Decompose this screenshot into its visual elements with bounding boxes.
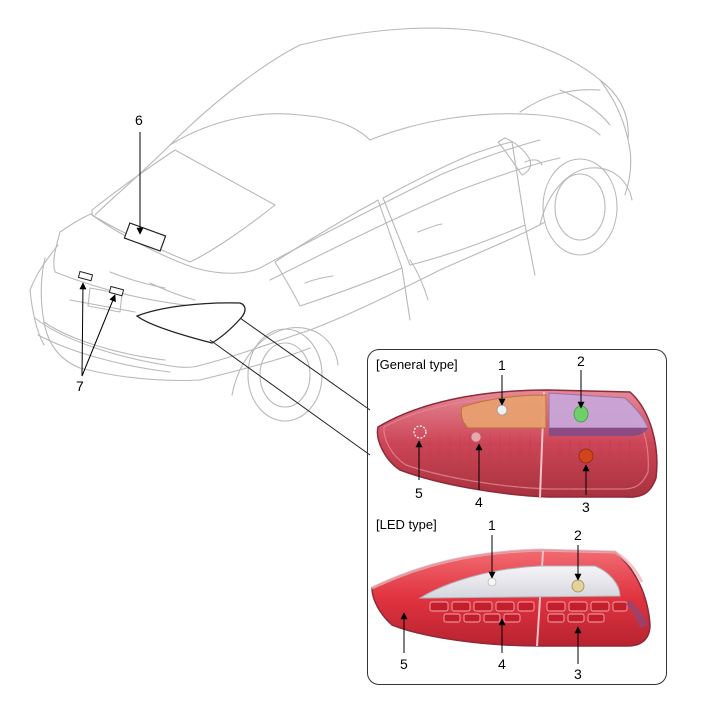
leader-7a [79,282,87,377]
callout-7: 7 [76,378,84,394]
general-callout-4: 4 [475,494,483,510]
zoom-line-lower [209,339,371,456]
general-type-title: [General type] [376,357,458,372]
car-body-outline [29,27,633,422]
led-callout-2: 2 [574,527,582,543]
general-callout-1: 1 [498,357,506,373]
led-callout-3: 3 [574,666,582,682]
led-type-title: [LED type] [376,517,437,532]
detail-inset-panel [367,349,667,685]
leader-7b [81,294,116,377]
license-lamp-left [77,270,94,282]
led-callout-4: 4 [498,656,506,672]
general-callout-2: 2 [577,353,585,369]
general-callout-5: 5 [415,485,423,501]
license-lamp-right [108,285,125,297]
high-mount-stop-lamp [123,222,167,252]
car-tail-lamp-outline [135,302,246,344]
general-bulb-5 [413,425,427,439]
led-callout-1: 1 [488,517,496,533]
led-callout-5: 5 [400,656,408,672]
general-bulb-4 [470,431,482,443]
general-bulb-3 [578,448,594,464]
general-callout-3: 3 [582,499,590,515]
callout-6: 6 [135,112,143,128]
zoom-line-upper [239,317,371,411]
